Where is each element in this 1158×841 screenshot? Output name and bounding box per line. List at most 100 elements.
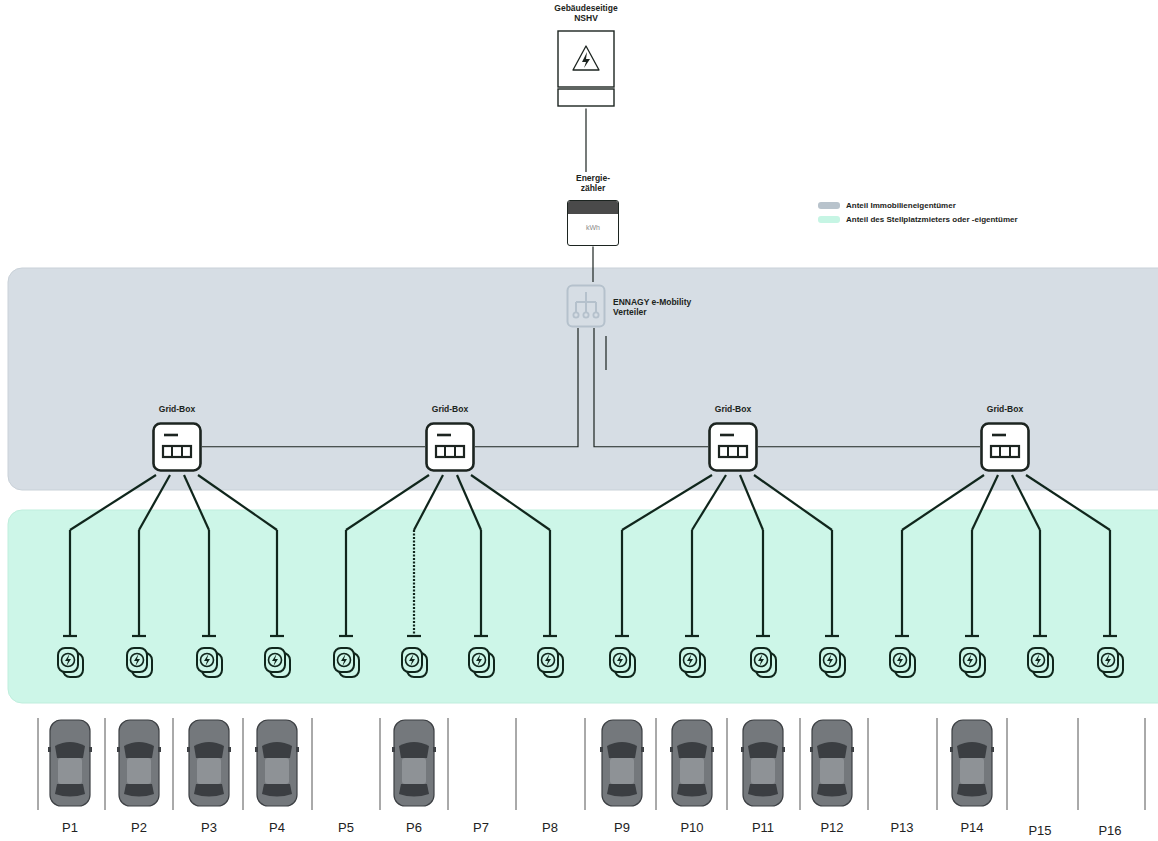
grid-box-symbol [425, 422, 475, 472]
legend-swatch [818, 216, 840, 223]
charger-wire [1109, 530, 1111, 636]
wire-end [825, 635, 839, 637]
charger-wire [414, 475, 443, 530]
charger-wire [692, 475, 726, 530]
bay-line [243, 718, 244, 810]
wire-end [63, 635, 77, 637]
charger-wire [549, 530, 551, 636]
charger-icon [265, 648, 290, 677]
bay-line [1078, 718, 1079, 810]
wire-end [895, 635, 909, 637]
charger-wire [971, 530, 973, 636]
charger-wire [198, 475, 277, 530]
connector [594, 328, 708, 447]
wire-end [474, 635, 488, 637]
node-text: Grid-Box [425, 405, 475, 415]
wire-end [270, 635, 284, 637]
car [741, 720, 785, 806]
charger-wire [346, 475, 429, 530]
wire-end [1103, 635, 1117, 637]
bay-number: P7 [473, 820, 489, 835]
dist-node: ENNAGY e-Mobility Verteiler [566, 284, 713, 328]
charger-icon [1028, 648, 1053, 677]
bay-number: P2 [131, 820, 147, 835]
charger-wire [139, 475, 170, 530]
bay-number: P15 [1028, 823, 1051, 838]
switchboard-symbol [557, 30, 615, 108]
charger-wire [345, 530, 347, 636]
owner-band [8, 268, 1158, 490]
charger-wire [208, 530, 210, 636]
node-text: Grid-Box [708, 405, 758, 415]
car [117, 720, 161, 806]
charger-wire [1039, 530, 1041, 636]
spare-stub [605, 336, 606, 370]
charger-icon [820, 648, 845, 677]
node-text: kWh [568, 224, 618, 232]
car [392, 720, 436, 806]
bay-number: P4 [269, 820, 285, 835]
bay-line [1007, 718, 1008, 810]
charger-icon [58, 648, 83, 677]
charger-icon [751, 648, 776, 677]
connector [592, 247, 593, 282]
charger-icon [402, 648, 427, 677]
legend-row: Anteil des Stellplatzmieters oder -eigen… [818, 215, 1018, 224]
car [48, 720, 92, 806]
bay-line [727, 718, 728, 810]
charger-icon [1098, 648, 1123, 677]
bay-number: P13 [890, 820, 913, 835]
charger-wire [622, 475, 712, 530]
bay-line [312, 718, 313, 810]
node-text: Gebäudeseitige NSHV [546, 4, 626, 24]
charger-wire [480, 530, 482, 636]
charger-icon [610, 648, 635, 677]
bay-number: P10 [680, 820, 703, 835]
charger-wire [831, 530, 833, 636]
car [810, 720, 854, 806]
charger-wire [69, 530, 71, 636]
grid-box-symbol [152, 422, 202, 472]
wire-end [685, 635, 699, 637]
bay-line [380, 718, 381, 810]
node-text: Grid-Box [980, 405, 1030, 415]
legend-text: Anteil des Stellplatzmieters oder -eigen… [846, 215, 1018, 224]
charger-icon [197, 648, 222, 677]
charger-icon [469, 648, 494, 677]
bay-number: P3 [201, 820, 217, 835]
meter-node: Energie- zählerkWh [567, 174, 619, 246]
grid-box-symbol [980, 422, 1030, 472]
grid-node: Grid-Box [152, 405, 202, 472]
connector [585, 109, 586, 172]
bay-line [585, 718, 586, 810]
bay-line [1145, 718, 1146, 810]
charger-wire [902, 475, 984, 530]
charger-wires [63, 475, 1117, 636]
car [950, 720, 994, 806]
bay-line [800, 718, 801, 810]
meter-bar [568, 201, 618, 214]
tenant-band [8, 510, 1158, 703]
car [670, 720, 714, 806]
chargers [58, 648, 1123, 677]
legend-swatch [818, 202, 840, 209]
car [187, 720, 231, 806]
charger-icon [890, 648, 915, 677]
bay-number: P5 [338, 820, 354, 835]
charger-wire [621, 530, 623, 636]
bay-number: P12 [820, 820, 843, 835]
bay-line [937, 718, 938, 810]
charger-wire [471, 475, 550, 530]
charger-wire [762, 530, 764, 636]
charger-wire [901, 530, 903, 636]
car [255, 720, 299, 806]
bay-number: P11 [752, 820, 774, 835]
legend: Anteil ImmobilieneigentümerAnteil des St… [818, 201, 1018, 229]
charger-wire [457, 475, 481, 530]
car [600, 720, 644, 806]
wire-end [615, 635, 629, 637]
charger-wire [184, 475, 209, 530]
bay-line [38, 718, 39, 810]
